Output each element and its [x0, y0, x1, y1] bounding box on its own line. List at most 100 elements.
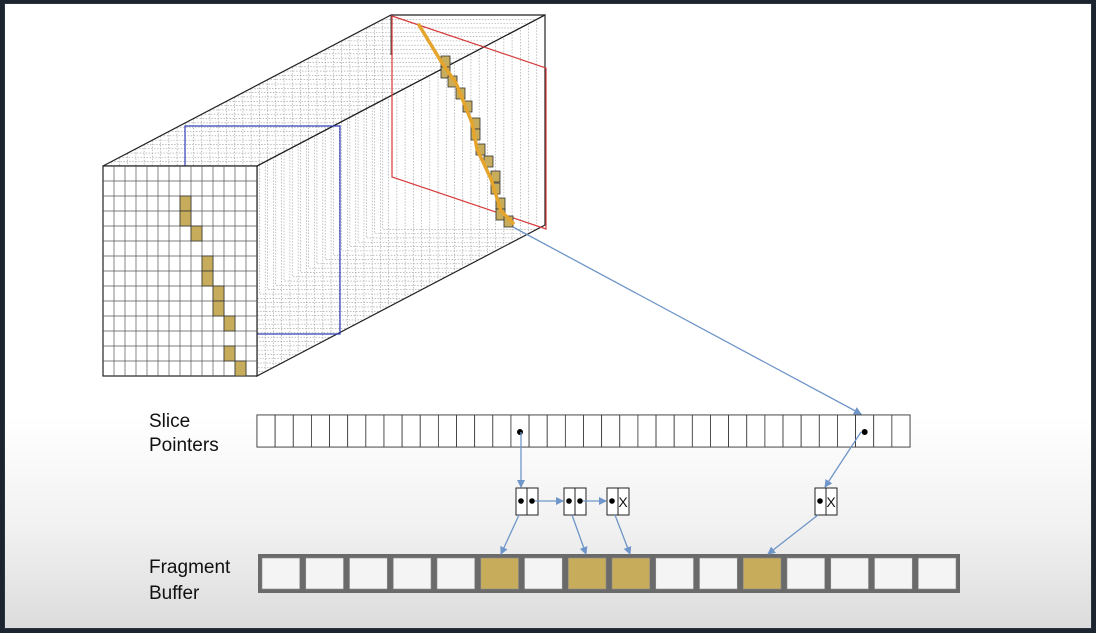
highlighted-voxel	[201, 270, 214, 287]
depth-slice	[382, 19, 538, 230]
fragment-cell	[436, 557, 476, 590]
slice-pointer-cell	[818, 414, 838, 448]
slice-pointer-cell	[546, 414, 566, 448]
highlighted-voxel	[190, 225, 203, 242]
front-face-highlighted-voxels	[179, 195, 247, 377]
null-marker: X	[618, 494, 628, 510]
arrow-node-to-fragment	[614, 514, 632, 555]
arrow-node-to-fragment	[767, 514, 819, 555]
slice-pointers-label-line1: Slice	[149, 411, 190, 432]
pointer-dot	[861, 429, 868, 435]
highlighted-voxel	[179, 195, 192, 212]
depth-slice	[308, 57, 464, 269]
slice-pointer-cell	[474, 414, 494, 448]
highlighted-voxel	[212, 285, 225, 302]
depth-slice	[250, 88, 406, 299]
depth-slice	[267, 79, 422, 291]
slide-frame: Slice Pointers X X	[4, 3, 1092, 629]
slice-pointer-cell	[419, 414, 439, 448]
slice-pointer-cell	[873, 414, 893, 448]
slice-pointer-cell	[746, 414, 766, 448]
slice-pointer-cell	[329, 414, 349, 448]
fragment-ray-line	[417, 23, 515, 225]
slice-pointer-cell	[710, 414, 730, 448]
fragment-cell	[699, 557, 738, 590]
depth-slice	[259, 83, 414, 295]
highlighted-voxel	[223, 345, 236, 362]
fragment-cell	[874, 557, 913, 590]
slice-pointer-cell	[564, 414, 584, 448]
fragment-buffer-label-line2: Buffer	[149, 583, 200, 604]
slice-pointer-cell	[764, 414, 784, 448]
fragment-cell	[305, 557, 344, 590]
slice-pointer-cell	[456, 414, 476, 448]
voxel-volume	[102, 14, 547, 377]
slice-pointer-cell	[365, 414, 385, 448]
slice-pointers-label-line2: Pointers	[149, 435, 219, 456]
list-node-tail: X	[606, 487, 630, 516]
fragment-cell	[261, 557, 301, 590]
fragment-cell-filled	[480, 557, 519, 590]
slice-pointer-cell	[673, 414, 693, 448]
fragment-cell	[830, 557, 869, 590]
top-face-edge	[102, 14, 546, 167]
fragment-cell-filled	[567, 557, 607, 590]
pointer-arrows	[500, 226, 862, 555]
arrow-slice-to-node	[824, 431, 862, 488]
highlighted-voxel	[234, 360, 247, 377]
list-node	[515, 487, 539, 516]
slice-pointer-cell	[837, 414, 856, 448]
highlighted-voxel	[179, 210, 192, 227]
fragment-cell	[655, 557, 694, 590]
slice-pointer-cell	[383, 414, 403, 448]
arrow-node-to-fragment	[571, 514, 588, 555]
fragment-cell	[917, 557, 957, 590]
slice-pointers-array	[256, 414, 911, 448]
fragment-cell	[392, 557, 432, 590]
linked-list-nodes: X X	[515, 487, 838, 516]
depth-slice	[234, 96, 389, 308]
slice-pointer-cell	[891, 414, 911, 448]
fragment-linked-list-diagram: Slice Pointers X X	[102, 14, 960, 604]
fragment-cell-filled	[611, 557, 651, 590]
slice-pointers-label: Slice Pointers	[149, 411, 219, 456]
slice-pointer-cell	[311, 414, 330, 448]
highlighted-voxel	[201, 255, 214, 272]
slice-pointer-cell	[256, 414, 276, 448]
null-marker: X	[826, 494, 836, 510]
slice-pointer-cell	[728, 414, 748, 448]
slice-pointer-cell	[292, 414, 312, 448]
slice-pointer-cell	[800, 414, 820, 448]
depth-slice	[357, 31, 513, 243]
fragment-buffer-label: Fragment Buffer	[149, 557, 231, 604]
depth-slice	[242, 92, 398, 303]
fragment-cell-filled	[742, 557, 782, 590]
slice-pointer-cell	[401, 414, 421, 448]
depth-slice	[333, 44, 488, 256]
slice-pointer-cell	[583, 414, 603, 448]
list-node-tail: X	[814, 487, 838, 516]
slice-pointer-cell	[619, 414, 639, 448]
depth-slice	[341, 40, 496, 252]
slice-pointer-cell	[655, 414, 675, 448]
fragment-cell	[786, 557, 826, 590]
depth-slice	[275, 75, 431, 286]
slice-pointer-cell	[492, 414, 512, 448]
depth-slice	[291, 66, 447, 278]
slice-pointer-cell	[637, 414, 657, 448]
arrow-node-to-fragment	[500, 514, 520, 555]
fragment-buffer-label-line1: Fragment	[149, 557, 231, 578]
depth-slice	[300, 62, 455, 273]
back-slice-outline	[391, 15, 547, 230]
slice-pointer-cell	[347, 414, 367, 448]
list-node	[563, 487, 587, 516]
highlighted-voxel	[212, 300, 225, 317]
fragment-cell	[349, 557, 388, 590]
pointer-dot	[517, 429, 524, 435]
slice-pointer-cell	[782, 414, 802, 448]
slice-pointer-cell	[437, 414, 457, 448]
depth-slice	[283, 70, 439, 282]
slice-pointer-cell	[274, 414, 294, 448]
highlighted-voxel	[223, 315, 236, 332]
slice-pointer-cell	[601, 414, 621, 448]
